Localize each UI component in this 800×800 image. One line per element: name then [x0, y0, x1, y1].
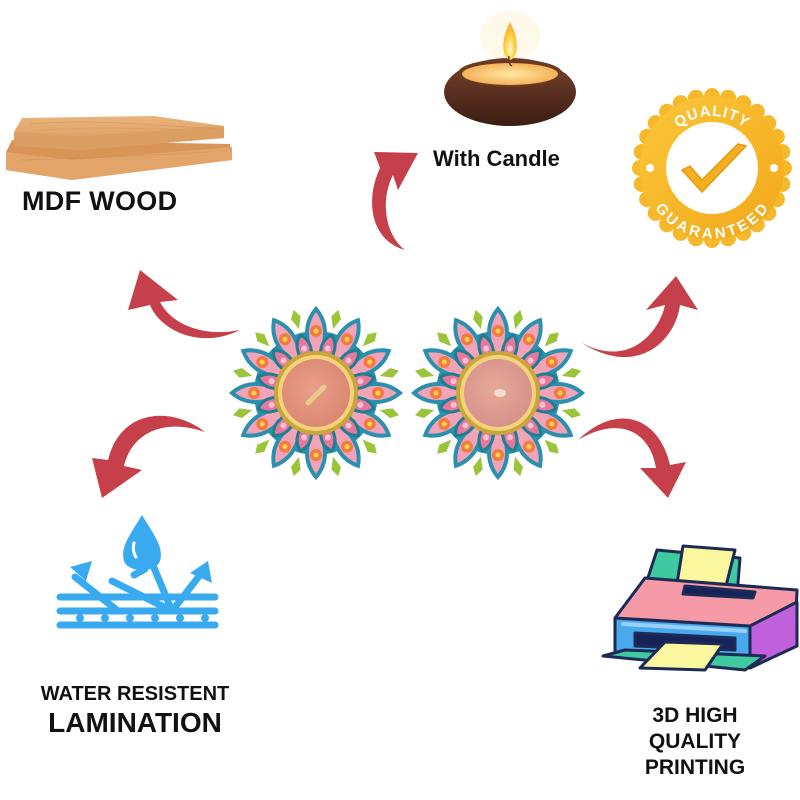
- printing-label-line: 3D HIGH: [652, 704, 738, 727]
- diya-leaf: [560, 365, 583, 381]
- diya-leaf: [470, 455, 486, 478]
- diya-leaf: [541, 436, 563, 458]
- diya-leaf: [413, 365, 436, 381]
- diya-leaf: [413, 405, 436, 421]
- diya-leaf: [433, 436, 455, 458]
- water-resistant-icon: [56, 515, 219, 629]
- diya-leaf: [541, 328, 563, 350]
- mdf-wood-label: MDF WOOD: [22, 186, 178, 216]
- curved-arrow-icon: [372, 152, 418, 250]
- check-mark-icon: [680, 143, 748, 194]
- diya-holder: [230, 307, 402, 479]
- curved-arrow-icon: [92, 415, 205, 498]
- lamination-label: LAMINATION: [48, 707, 222, 738]
- curved-arrow-icon: [128, 270, 240, 339]
- curved-arrow-icon: [578, 418, 686, 498]
- with-candle-label: With Candle: [433, 146, 560, 171]
- wood-planks-icon: [6, 116, 232, 180]
- water-resistant-label: WATER RESISTENT: [40, 683, 230, 705]
- diya-leaf: [470, 308, 486, 331]
- diya-leaf: [560, 405, 583, 421]
- diya-leaf: [510, 308, 526, 331]
- printer-icon: [601, 544, 799, 672]
- diya-holder: [412, 307, 584, 479]
- diya-leaf: [433, 328, 455, 350]
- printing-label-line: PRINTING: [644, 756, 746, 779]
- printing-label: 3D HIGH QUALITY PRINTING: [620, 703, 770, 781]
- curved-arrow-icon: [580, 276, 698, 358]
- diya-holders-image: [230, 307, 584, 479]
- printing-label-line: QUALITY: [648, 730, 742, 753]
- diya-leaf: [510, 455, 526, 478]
- candle-icon: [444, 11, 576, 126]
- quality-badge-icon: QUALITY GUARANTEED: [632, 88, 792, 248]
